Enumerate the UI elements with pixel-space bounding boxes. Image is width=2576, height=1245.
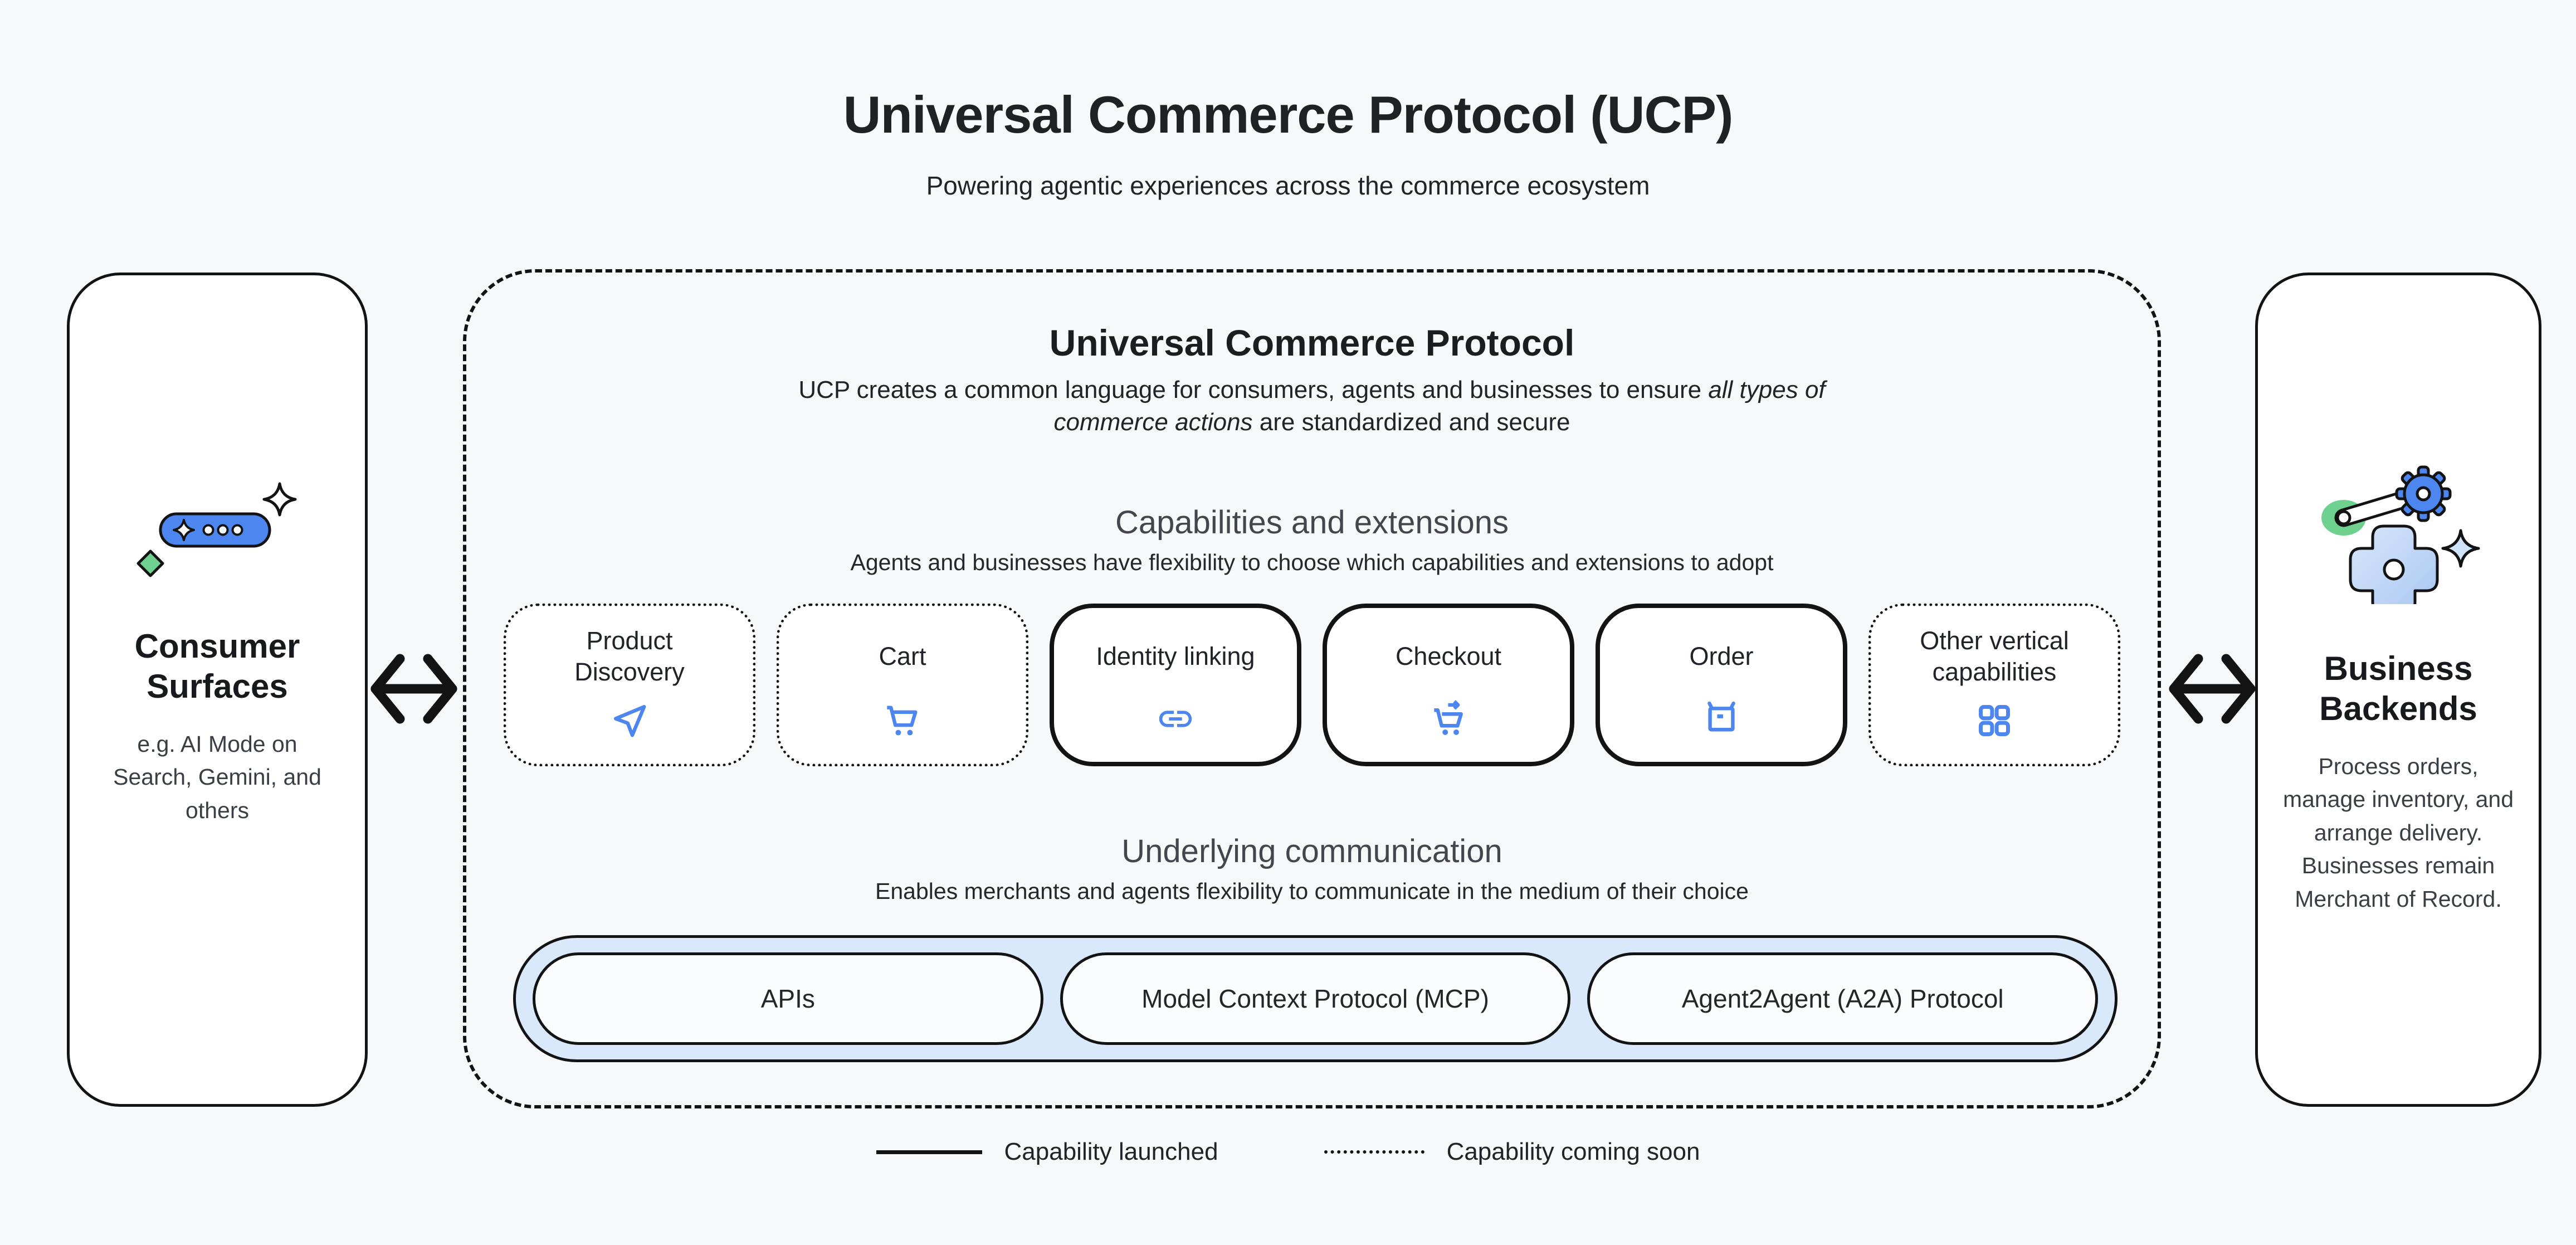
- capabilities-row: Product Discovery Cart: [466, 604, 2158, 766]
- legend-coming-soon-label: Capability coming soon: [1446, 1138, 1700, 1165]
- communication-bar: APIs Model Context Protocol (MCP) Agent2…: [513, 935, 2118, 1062]
- business-backends-description: Process orders, manage inventory, and ar…: [2282, 753, 2514, 912]
- capability-label: Checkout: [1395, 641, 1502, 670]
- channel-a2a: Agent2Agent (A2A) Protocol: [1587, 952, 2099, 1045]
- capabilities-subheading: Agents and businesses have flexibility t…: [850, 549, 1774, 575]
- gears-icon: [2309, 459, 2487, 604]
- legend: Capability launched Capability coming so…: [0, 1138, 2576, 1166]
- legend-solid-line: [876, 1150, 982, 1154]
- capability-other-vertical: Other vertical capabilities: [1868, 604, 2120, 766]
- order-box-icon: [1702, 699, 1741, 762]
- consumer-surfaces-box: Consumer Surfaces e.g. AI Mode on Search…: [67, 273, 368, 1107]
- page-title: Universal Commerce Protocol (UCP): [843, 85, 1734, 144]
- bidirectional-arrow-left: [367, 649, 461, 730]
- cart-checkout-icon: [1429, 699, 1468, 762]
- page-subtitle: Powering agentic experiences across the …: [926, 171, 1650, 200]
- communication-subheading: Enables merchants and agents flexibility…: [875, 878, 1749, 904]
- ucp-description: UCP creates a common language for consum…: [798, 376, 1826, 436]
- shopping-cart-icon: [883, 701, 922, 763]
- capability-label: Product Discovery: [574, 626, 685, 686]
- capability-label: Identity linking: [1096, 641, 1255, 670]
- capability-checkout: Checkout: [1323, 604, 1574, 766]
- channel-apis: APIs: [533, 952, 1043, 1045]
- bidirectional-arrow-right: [2165, 649, 2260, 730]
- consumer-surfaces-title: Consumer Surfaces: [134, 628, 300, 705]
- communication-heading: Underlying communication: [1121, 833, 1502, 869]
- capability-product-discovery: Product Discovery: [504, 604, 755, 766]
- business-backends-box: Business Backends Process orders, manage…: [2255, 273, 2541, 1107]
- capability-cart: Cart: [777, 604, 1028, 766]
- chat-pill-sparkle-icon: [134, 459, 301, 582]
- ucp-title: Universal Commerce Protocol: [1049, 322, 1575, 363]
- capability-order: Order: [1596, 604, 1847, 766]
- legend-launched-label: Capability launched: [1004, 1138, 1218, 1165]
- capability-identity-linking: Identity linking: [1050, 604, 1301, 766]
- capability-label: Other vertical capabilities: [1920, 626, 2069, 686]
- consumer-surfaces-description: e.g. AI Mode on Search, Gemini, and othe…: [113, 731, 321, 823]
- ucp-container: Universal Commerce Protocol UCP creates …: [463, 269, 2161, 1108]
- send-arrow-icon: [610, 701, 649, 763]
- capability-label: Order: [1689, 641, 1754, 670]
- business-backends-title: Business Backends: [2319, 650, 2477, 727]
- capabilities-heading: Capabilities and extensions: [1115, 504, 1509, 541]
- channel-mcp: Model Context Protocol (MCP): [1060, 952, 1571, 1045]
- capability-label: Cart: [879, 641, 926, 670]
- grid-icon: [1975, 701, 2014, 763]
- legend-dotted-line: [1324, 1150, 1424, 1154]
- link-icon: [1156, 699, 1195, 762]
